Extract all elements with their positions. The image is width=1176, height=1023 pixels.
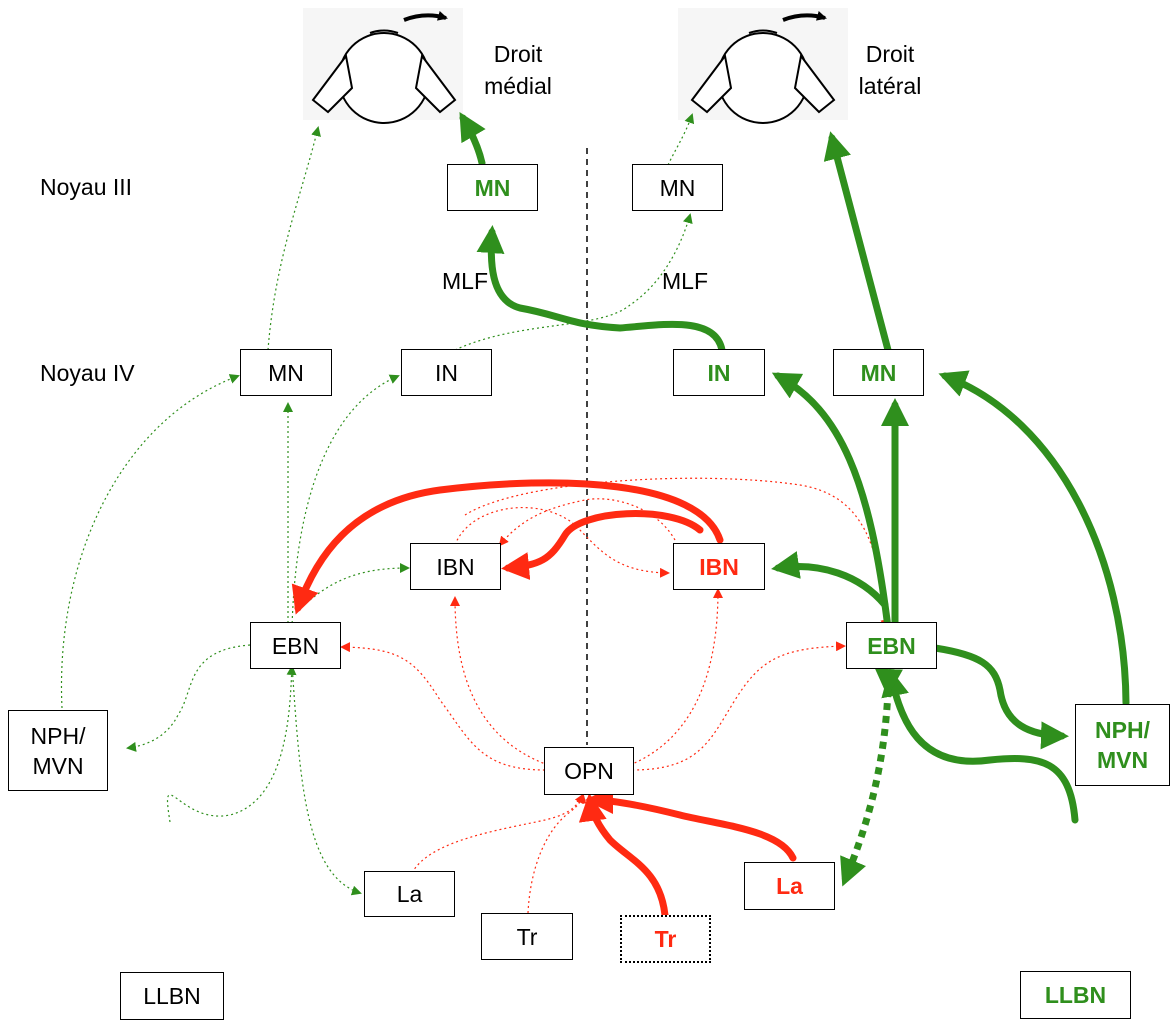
link-opn-to-ebnl (340, 642, 546, 771)
link-ebnl-to-la-left (291, 664, 362, 896)
link-ebnl-to-ebnr-thin (464, 477, 891, 630)
node-nph-mvn-left-line2: MVN (32, 752, 84, 779)
node-la-right: La (744, 862, 835, 910)
eye-left-icon (311, 29, 457, 124)
link-llbnr-to-ebnr (881, 668, 1079, 824)
rotation-arrow-left-icon (403, 10, 448, 22)
eye-left-label: Droit médial (478, 38, 558, 102)
node-opn: OPN (544, 747, 634, 795)
node-llbn-right: LLBN (1020, 971, 1131, 1019)
eye-right-icon (690, 29, 836, 124)
node-ebn-left: EBN (250, 622, 341, 669)
link-opn-to-ebnr (631, 641, 846, 771)
node-mn-iv-right: MN (833, 349, 924, 396)
link-ebnl-to-nph-left (126, 644, 251, 752)
link-mn3l-to-eye-left (459, 111, 486, 167)
node-llbn-left-box: LLBN (120, 972, 224, 1020)
link-nphl-to-mn4l (60, 374, 240, 709)
eye-right-label: Droit latéral (850, 38, 930, 102)
node-ibn-left: IBN (410, 543, 501, 590)
link-ebnr-la-right-dotted (840, 668, 903, 887)
node-nph-mvn-right-line1: NPH/ (1095, 717, 1150, 743)
node-ibn-right: IBN (673, 543, 765, 590)
link-ebnr-to-nphr (931, 644, 1069, 750)
node-nph-mvn-left: NPH/ MVN (8, 710, 108, 791)
eye-right-label-line1: Droit (865, 41, 915, 67)
link-tr-right-to-opn (578, 793, 669, 919)
rotation-arrow-right-icon (782, 10, 827, 22)
link-opn-to-ibnl (450, 596, 549, 766)
node-mn-iv-left: MN (240, 349, 332, 396)
row-label-nucleus-iv: Noyau IV (40, 360, 135, 386)
link-ibnr-to-ebnl (291, 479, 724, 615)
eye-left-label-line1: Droit (493, 41, 543, 67)
link-ibnl-to-ibnr-thin (454, 506, 670, 578)
link-ibnr-to-ibnl (501, 510, 704, 580)
link-nphr-to-mn4r (938, 370, 1130, 707)
node-tr-right: Tr (620, 915, 711, 963)
link-ebnr-to-ibnr (771, 551, 889, 609)
link-opn-to-ibnr (629, 588, 723, 766)
link-ebnr-to-in-right (771, 372, 892, 632)
node-in-right: IN (673, 349, 765, 396)
mlf-label-left: MLF (442, 268, 488, 294)
node-in-left: IN (401, 349, 492, 396)
link-llbnl-to-ebnl (166, 665, 297, 823)
eye-left-label-line2: médial (484, 73, 552, 99)
link-ebnl-to-ibn-left (309, 563, 410, 601)
link-mn3r-to-eye-right (667, 113, 695, 166)
node-la-left: La (364, 871, 455, 917)
eye-right-label-line2: latéral (858, 73, 922, 99)
node-nph-mvn-left-line1: NPH/ (30, 722, 86, 749)
link-la-left-to-opn (411, 793, 584, 874)
link-la-right-to-opn (585, 786, 797, 862)
node-mn-iii-left: MN (447, 164, 538, 211)
link-in-right-to-mn3l (476, 225, 726, 354)
mlf-label-right: MLF (662, 268, 708, 294)
node-tr-left: Tr (481, 913, 573, 960)
link-mn4r-to-eye-right (823, 131, 892, 354)
row-label-nucleus-iii: Noyau III (40, 174, 133, 200)
node-nph-mvn-right-line2: MVN (1096, 747, 1149, 773)
node-nph-mvn-right: NPH/ MVN (1075, 704, 1170, 786)
node-mn-iii-right: MN (632, 164, 723, 211)
link-mn4l-to-eye-left (267, 126, 321, 351)
link-tr-left-to-opn (527, 793, 587, 914)
node-ebn-right: EBN (846, 622, 937, 669)
